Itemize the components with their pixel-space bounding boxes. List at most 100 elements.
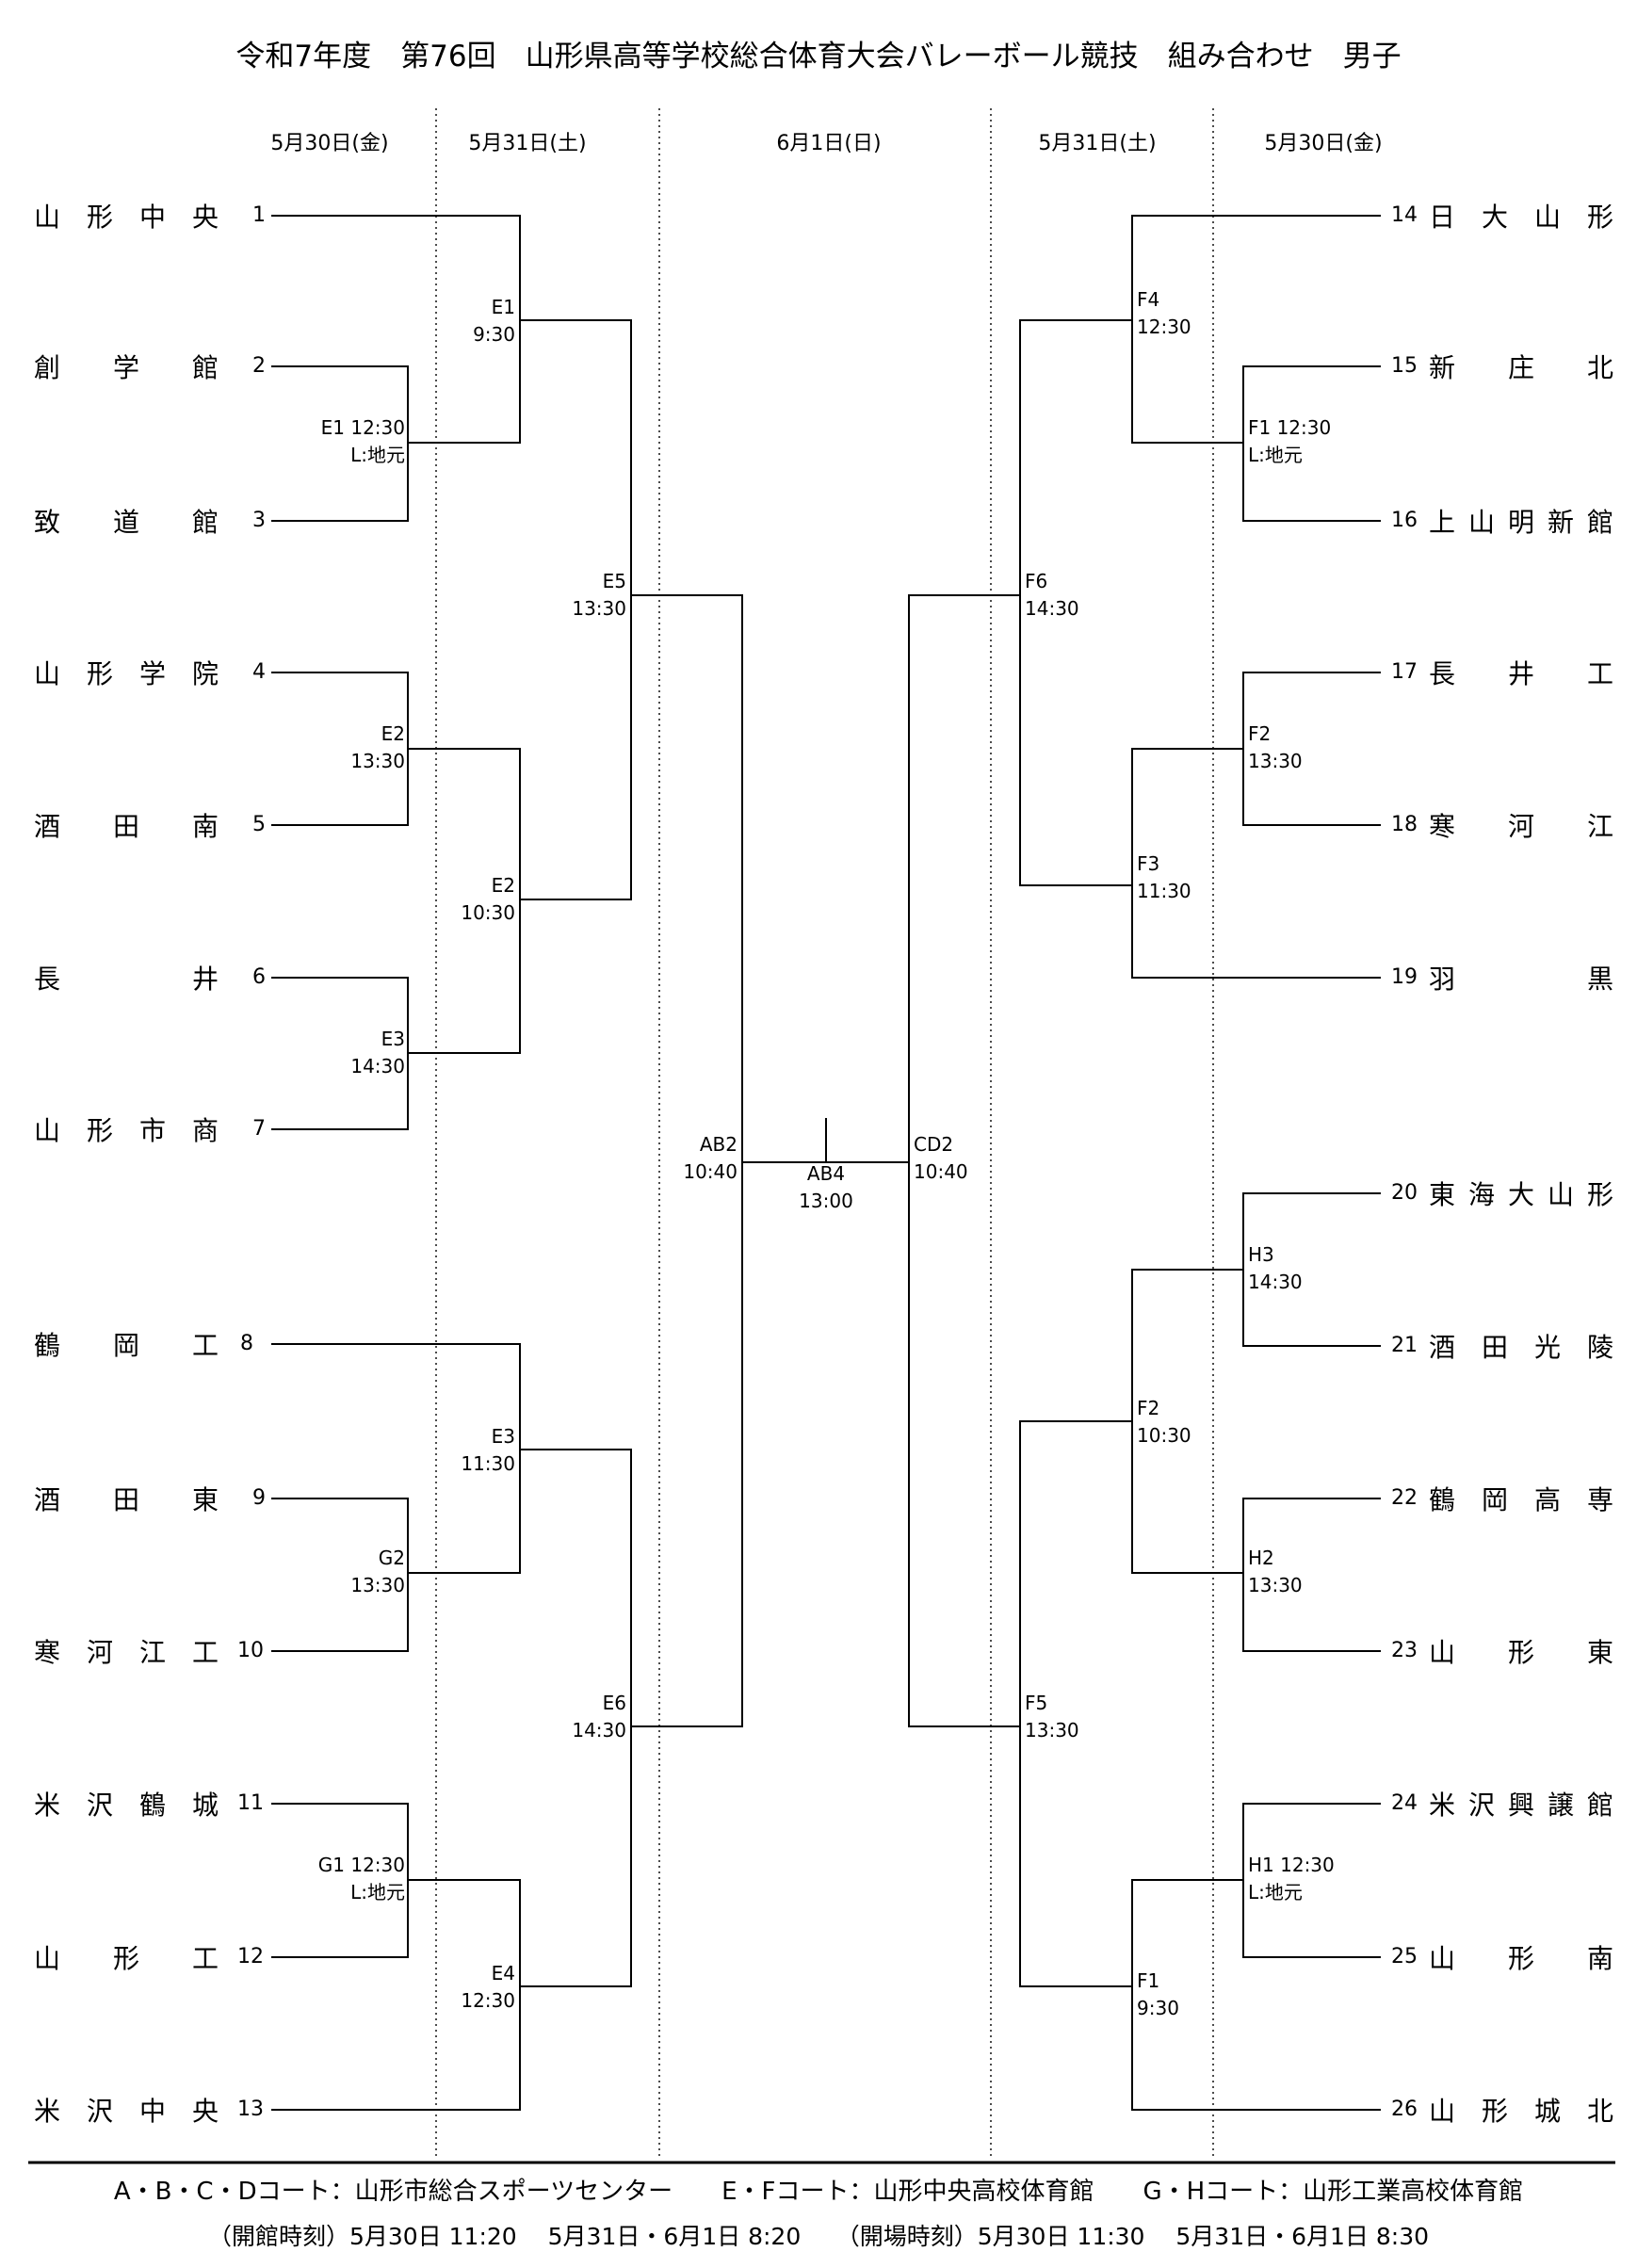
match-label-left-e4: E4 12:30	[461, 1962, 515, 2012]
left-line-team9	[271, 1498, 409, 1652]
match-label-left-e2: E2 10:30	[461, 874, 515, 924]
right-seed-14: 14	[1391, 203, 1418, 227]
match-label-right-f1: F1 9:30	[1137, 1969, 1179, 2019]
match-label-left-e6: E6 14:30	[572, 1692, 626, 1742]
right-seed-22: 22	[1391, 1486, 1418, 1510]
date-header-right-day1: 5月30日(金)	[1264, 132, 1383, 155]
left-team-3: 致道館	[34, 507, 219, 538]
match-label-left-e5: E5 13:30	[572, 570, 626, 620]
match-label-right-f5: F5 13:30	[1025, 1692, 1079, 1742]
match-label-left-g1: G1 12:30 L:地元	[317, 1854, 405, 1904]
match-label-right-f2: F2 10:30	[1137, 1397, 1191, 1447]
match-label-ab4: AB4 13:00	[799, 1162, 853, 1212]
left-seed-7: 7	[252, 1117, 266, 1141]
right-line-team22	[1242, 1498, 1381, 1652]
left-team-13: 米沢中央	[34, 2096, 219, 2127]
left-seed-8: 8	[240, 1332, 253, 1355]
footer-opening-times: （開館時刻）5月30日 11:20 5月31日・6月1日 8:20 （開場時刻）…	[207, 2223, 1430, 2250]
left-team-9: 酒田東	[34, 1484, 219, 1515]
right-seed-25: 25	[1391, 1945, 1418, 1968]
left-team-12: 山形工	[34, 1943, 219, 1974]
left-seed-4: 4	[252, 660, 266, 684]
right-seed-23: 23	[1391, 1639, 1418, 1662]
left-line-semi-top	[630, 594, 743, 1727]
footer-venues: A・B・C・Dコート：山形市総合スポーツセンター E・Fコート：山形中央高校体育…	[113, 2178, 1524, 2206]
left-seed-10: 10	[237, 1639, 264, 1662]
right-seed-21: 21	[1391, 1334, 1418, 1357]
left-team-1: 山形中央	[34, 202, 219, 233]
right-line-f3	[1131, 748, 1381, 979]
left-line-team2	[271, 365, 409, 522]
left-team-11: 米沢鶴城	[34, 1790, 219, 1821]
left-line-team1	[271, 215, 521, 444]
left-line-team6	[271, 977, 409, 1130]
match-label-ab2: AB2 10:40	[683, 1133, 737, 1183]
match-label-right-h2: H2 13:30	[1248, 1547, 1303, 1596]
left-team-8: 鶴岡工	[34, 1330, 219, 1361]
right-team-19: 羽黒	[1429, 964, 1613, 995]
match-label-right-f3: F3 11:30	[1137, 852, 1191, 902]
right-team-21: 酒田光陵	[1429, 1332, 1613, 1363]
right-seed-26: 26	[1391, 2098, 1418, 2121]
left-team-5: 酒田南	[34, 811, 219, 842]
match-label-right-f2a: F2 13:30	[1248, 722, 1303, 772]
left-seed-13: 13	[237, 2098, 264, 2121]
match-label-left-e2a: E2 13:30	[350, 722, 405, 772]
left-seed-1: 1	[252, 203, 266, 227]
match-label-left-e1a: E1 12:30 L:地元	[320, 416, 405, 466]
right-seed-20: 20	[1391, 1181, 1418, 1205]
right-seed-24: 24	[1391, 1791, 1418, 1815]
date-header-left-day2: 5月31日(土)	[468, 132, 587, 155]
date-header-left-day1: 5月30日(金)	[270, 132, 389, 155]
right-team-26: 山形城北	[1429, 2096, 1613, 2127]
right-team-20: 東海大山形	[1429, 1179, 1613, 1210]
left-team-2: 創学館	[34, 352, 219, 383]
right-team-18: 寒河江	[1429, 811, 1613, 842]
left-line-team8	[271, 1343, 521, 1574]
match-label-right-h1: H1 12:30 L:地元	[1248, 1854, 1335, 1904]
right-seed-17: 17	[1391, 660, 1418, 684]
right-line-team15	[1242, 365, 1381, 522]
match-label-right-f1a: F1 12:30 L:地元	[1248, 416, 1332, 466]
bracket-lines	[271, 215, 1381, 2111]
match-label-right-f6: F6 14:30	[1025, 570, 1079, 620]
right-line-f2	[1019, 1420, 1133, 1987]
right-line-team14	[1131, 215, 1381, 444]
match-label-left-e3a: E3 14:30	[350, 1028, 405, 1077]
right-team-22: 鶴岡高専	[1429, 1484, 1613, 1515]
match-label-right-h3: H3 14:30	[1248, 1243, 1303, 1293]
right-team-15: 新庄北	[1429, 352, 1613, 383]
right-line-f4	[1019, 319, 1133, 886]
left-seed-12: 12	[237, 1945, 264, 1968]
right-team-16: 上山明新館	[1429, 507, 1613, 538]
left-seed-2: 2	[252, 354, 266, 378]
match-label-cd2: CD2 10:40	[914, 1133, 968, 1183]
right-team-25: 山形南	[1429, 1943, 1613, 1974]
left-line-e5	[519, 319, 632, 900]
match-label-left-e1: E1 9:30	[473, 296, 515, 346]
match-label-left-g2: G2 13:30	[350, 1547, 405, 1596]
date-header-right-day2: 5月31日(土)	[1038, 132, 1157, 155]
right-line-semi-top	[908, 594, 1021, 1727]
right-line-h1	[1131, 1879, 1381, 2111]
right-seed-16: 16	[1391, 509, 1418, 532]
left-seed-3: 3	[252, 509, 266, 532]
right-seed-19: 19	[1391, 965, 1418, 989]
left-team-7: 山形市商	[34, 1115, 219, 1146]
left-team-10: 寒河江工	[34, 1637, 219, 1668]
match-label-right-f4: F4 12:30	[1137, 288, 1191, 338]
match-label-left-e3: E3 11:30	[461, 1425, 515, 1475]
right-team-24: 米沢興譲館	[1429, 1790, 1613, 1821]
date-header-final-day: 6月1日(日)	[776, 132, 882, 155]
page-title: 令和7年度 第76回 山形県高等学校総合体育大会バレーボール競技 組み合わせ 男…	[235, 40, 1402, 73]
left-seed-5: 5	[252, 813, 266, 836]
left-seed-9: 9	[252, 1486, 266, 1510]
day-separator-lines	[435, 108, 1214, 2157]
right-team-14: 日大山形	[1429, 202, 1613, 233]
right-team-23: 山形東	[1429, 1637, 1613, 1668]
left-team-6: 長井	[34, 964, 219, 995]
left-seed-6: 6	[252, 965, 266, 989]
left-line-e2	[407, 748, 521, 1054]
right-team-17: 長井工	[1429, 658, 1613, 689]
